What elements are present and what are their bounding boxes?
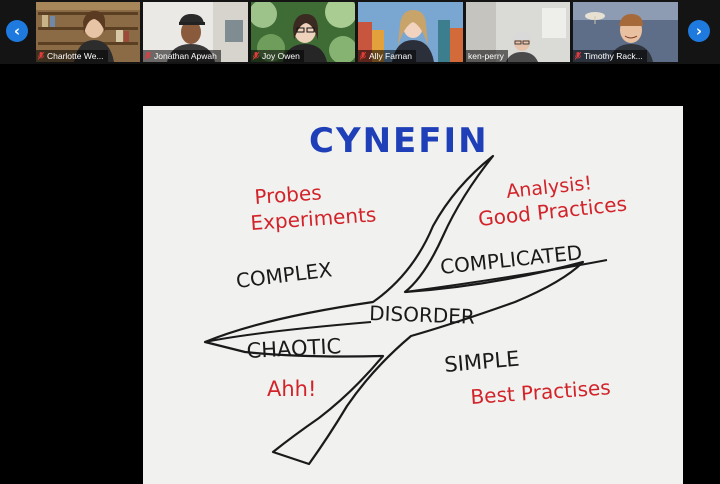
participant-name-bar: Timothy Rack... xyxy=(573,50,647,62)
domain-label-simple: SIMPLE xyxy=(443,347,520,377)
gallery-prev-button[interactable]: ‹ xyxy=(6,20,28,42)
participant-name-bar: Charlotte We... xyxy=(36,50,108,62)
mic-muted-icon xyxy=(145,52,151,60)
domain-label-complicated: COMPLICATED xyxy=(439,240,583,279)
participant-name-bar: Ally Farnan xyxy=(358,50,416,62)
video-tile[interactable]: Joy Owen xyxy=(251,2,355,62)
note-complex-1: Probes xyxy=(254,180,323,209)
participant-name: Charlotte We... xyxy=(47,51,104,61)
shared-screen-whiteboard: CYNEFIN Probes Experiments Analysis! Goo… xyxy=(143,106,683,484)
note-chaotic: Ahh! xyxy=(267,377,316,401)
video-tile[interactable]: Charlotte We... xyxy=(36,2,140,62)
cynefin-diagram: CYNEFIN Probes Experiments Analysis! Goo… xyxy=(203,121,628,466)
participant-name: Timothy Rack... xyxy=(584,51,643,61)
mic-muted-icon xyxy=(360,52,366,60)
participant-name: ken-perry xyxy=(468,51,504,61)
video-tile[interactable]: Jonathan Apwah xyxy=(143,2,248,62)
chevron-right-icon: › xyxy=(695,22,703,40)
gallery-next-button[interactable]: › xyxy=(688,20,710,42)
participant-name: Joy Owen xyxy=(262,51,300,61)
mic-muted-icon xyxy=(253,52,259,60)
domain-label-disorder: DISORDER xyxy=(369,301,475,329)
chevron-left-icon: ‹ xyxy=(13,22,21,40)
video-tile[interactable]: Ally Farnan xyxy=(358,2,463,62)
domain-boundary-left-arm xyxy=(204,321,372,343)
video-tile[interactable]: Timothy Rack... xyxy=(573,2,678,62)
domain-boundary-lines xyxy=(203,154,585,466)
participant-name: Jonathan Apwah xyxy=(154,51,217,61)
participant-name-bar: Jonathan Apwah xyxy=(143,50,221,62)
diagram-title: CYNEFIN xyxy=(309,121,489,161)
mic-muted-icon xyxy=(38,52,44,60)
mic-muted-icon xyxy=(575,52,581,60)
participant-name-bar: ken-perry xyxy=(466,50,508,62)
participant-gallery-strip: ‹ Charlotte We... xyxy=(0,0,720,64)
participant-name: Ally Farnan xyxy=(369,51,412,61)
video-tile[interactable]: ken-perry xyxy=(466,2,570,62)
domain-boundary-right-arm xyxy=(404,259,608,293)
participant-name-bar: Joy Owen xyxy=(251,50,304,62)
note-simple: Best Practises xyxy=(470,375,612,409)
domain-label-complex: COMPLEX xyxy=(235,257,334,293)
domain-label-chaotic: CHAOTIC xyxy=(246,334,342,363)
